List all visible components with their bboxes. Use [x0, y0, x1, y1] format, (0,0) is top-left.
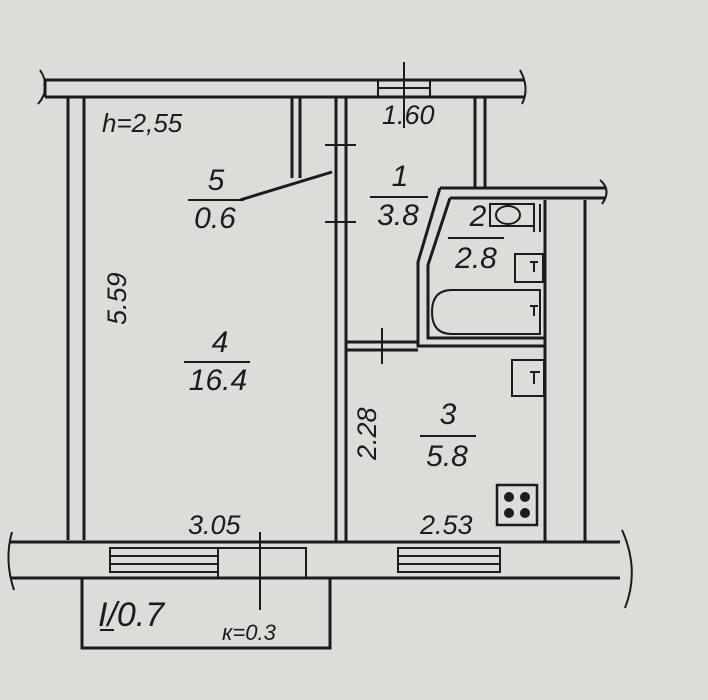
dim-inner-vertical: 2.28 — [352, 407, 382, 461]
closet-walls — [239, 97, 333, 202]
top-wall — [37, 62, 527, 128]
dim-bottom-right: 2.53 — [419, 510, 473, 540]
ceiling-height-label: h=2,55 — [102, 108, 183, 138]
left-wall — [66, 97, 86, 540]
bathtub-icon — [430, 289, 541, 335]
room-3-area: 5.8 — [426, 440, 468, 473]
sink-icon — [514, 253, 544, 283]
room-2-number: 2 — [469, 200, 487, 233]
toilet-icon — [489, 203, 541, 232]
balcony-coefficient: к=0.3 — [222, 620, 277, 645]
bottom-wall — [7, 529, 633, 610]
room-3-number: 3 — [440, 398, 457, 431]
kitchen-top-wall — [346, 328, 418, 364]
room-5-area: 0.6 — [194, 202, 236, 235]
room-4-area: 16.4 — [189, 364, 247, 397]
dim-top: 1.60 — [382, 100, 435, 130]
room-2-area: 2.8 — [454, 242, 497, 275]
balcony-label: I/0.7 — [98, 596, 165, 634]
room-5-number: 5 — [208, 164, 225, 197]
balcony — [80, 578, 332, 650]
dim-left-vertical: 5.59 — [102, 272, 132, 325]
dim-bottom-left: 3.05 — [188, 510, 242, 540]
room-1-area: 3.8 — [377, 199, 419, 232]
room-1-number: 1 — [392, 160, 409, 193]
partition-hall — [325, 97, 356, 542]
kitchen-sink-icon — [511, 359, 545, 397]
bathroom-walls — [416, 187, 545, 348]
room-4-number: 4 — [212, 326, 229, 359]
partition-top-right — [473, 97, 487, 188]
stove-icon — [495, 483, 539, 527]
